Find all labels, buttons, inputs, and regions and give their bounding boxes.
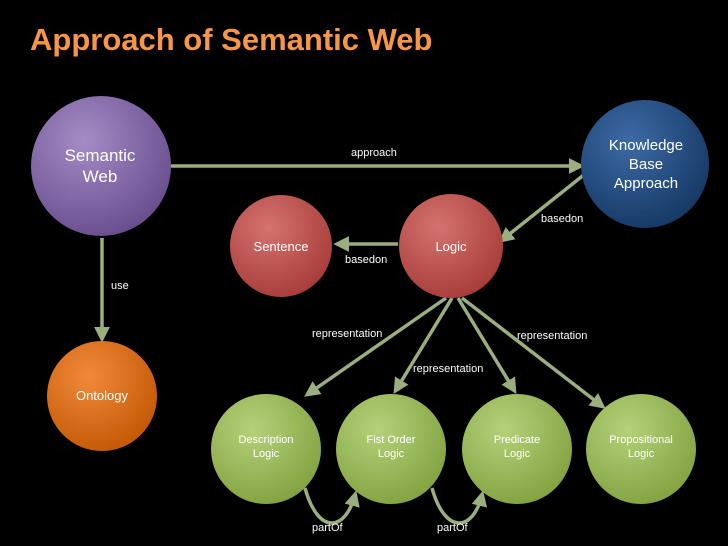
label-semantic-web: Semantic Web [64,146,136,187]
edge-label-basedon-logic: basedon [345,254,388,266]
edge-label-approach: approach [351,147,397,159]
edge-label-representation-1: representation [312,328,383,340]
label-ontology: Ontology [75,388,129,403]
edge-partof-2 [430,487,488,525]
label-propositional-logic: Propositional Logic [609,434,673,460]
edge-representation-firstorder [393,297,454,395]
edge-label-partof-2: partOf [437,522,468,534]
edge-partof-1 [303,487,360,525]
edge-representation-predicate [456,297,517,395]
edge-representation-description [304,296,447,397]
node-description-logic [211,394,321,504]
node-ontology [47,341,157,451]
node-first-order-logic [336,394,446,504]
node-knowledge-base [581,100,709,228]
label-predicate-logic: Predicate Logic [493,434,541,460]
edge-representation-propositional [460,296,606,409]
label-sentence: Sentence [253,239,309,254]
label-knowledge-base: Knowledge Base Approach [608,137,684,192]
node-semantic-web [31,96,171,236]
edge-label-representation-2: representation [517,330,588,342]
node-predicate-logic [462,394,572,504]
label-first-order-logic: Fist Order Logic [366,434,416,460]
label-description-logic: Description Logic [238,434,294,460]
edge-label-representation-3: representation [413,363,484,375]
node-propositional-logic [586,394,696,504]
edge-label-use: use [111,280,129,292]
page-title: Approach of Semantic Web [30,22,433,57]
label-logic: Logic [435,239,467,254]
edge-label-basedon-kb: basedon [541,213,584,225]
node-logic [399,194,503,298]
node-sentence [230,195,332,297]
edge-label-partof-1: partOf [312,522,343,534]
